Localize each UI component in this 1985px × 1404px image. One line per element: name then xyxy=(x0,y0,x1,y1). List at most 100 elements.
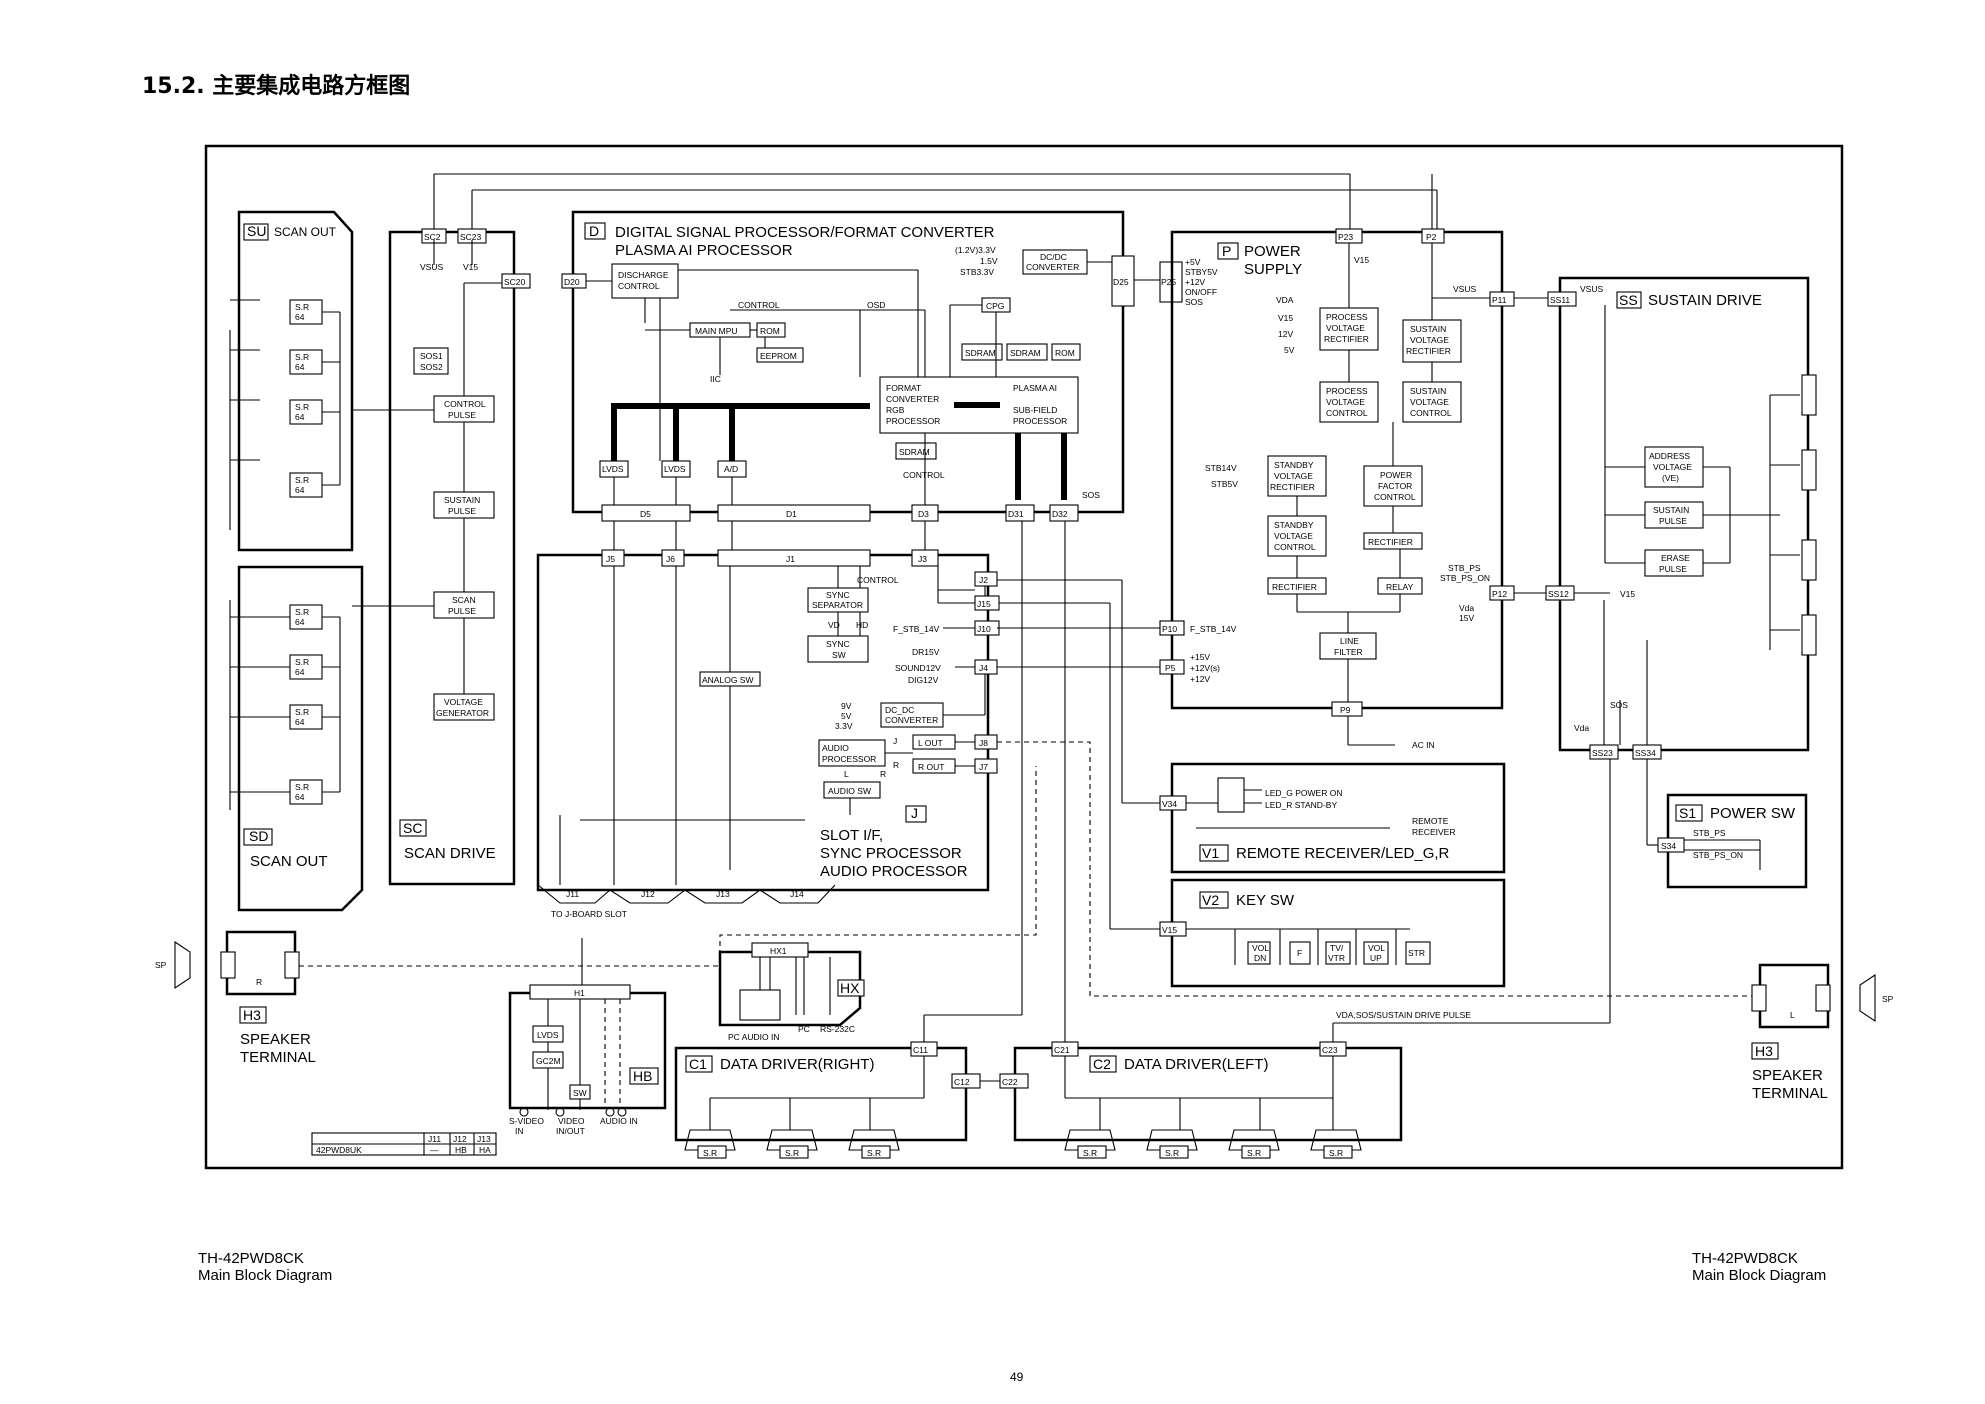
svg-text:P9: P9 xyxy=(1340,705,1351,715)
svg-text:64: 64 xyxy=(295,312,305,322)
svg-text:S.R: S.R xyxy=(295,607,309,617)
svg-text:64: 64 xyxy=(295,717,305,727)
svg-text:42PWD8UK: 42PWD8UK xyxy=(316,1145,362,1155)
svg-text:MAIN MPU: MAIN MPU xyxy=(695,326,738,336)
svg-text:R: R xyxy=(893,760,899,770)
sr-su-2 xyxy=(289,349,323,375)
svg-text:SYNC: SYNC xyxy=(826,590,850,600)
svg-text:S.R: S.R xyxy=(703,1148,717,1158)
s1-board: S1 POWER SW STB_PS S34 STB_PS_ON xyxy=(1646,759,1808,889)
svg-text:P5: P5 xyxy=(1165,663,1176,673)
footer-right: TH-42PWD8CK Main Block Diagram xyxy=(1692,1250,1826,1284)
svg-text:C23: C23 xyxy=(1322,1045,1338,1055)
svg-text:+12V(s): +12V(s) xyxy=(1190,663,1220,673)
svg-text:S.R: S.R xyxy=(1247,1148,1261,1158)
v2-name: KEY SW xyxy=(1236,892,1295,909)
s1-tag: S1 xyxy=(1679,805,1696,821)
c2-board: C22 C21 C23 C2 DATA DRIVER(LEFT) VDA,SOS… xyxy=(999,521,1611,1142)
v2-tag: V2 xyxy=(1202,892,1219,908)
svg-text:PROCESSOR: PROCESSOR xyxy=(1013,416,1067,426)
svg-text:RECTIFIER: RECTIFIER xyxy=(1406,346,1451,356)
sr-su-4 xyxy=(289,472,323,498)
svg-text:VSUS: VSUS xyxy=(1453,284,1476,294)
svg-text:UP: UP xyxy=(1370,953,1382,963)
svg-text:LVDS: LVDS xyxy=(537,1030,559,1040)
svg-text:DISCHARGE: DISCHARGE xyxy=(618,270,669,280)
c1-tag: C1 xyxy=(689,1056,707,1072)
svg-text:S.R: S.R xyxy=(295,352,309,362)
j-title-1: SLOT I/F, xyxy=(820,827,883,844)
svg-text:15V: 15V xyxy=(1459,613,1474,623)
footer-left-model: TH-42PWD8CK xyxy=(198,1250,304,1267)
svg-text:(VE): (VE) xyxy=(1662,473,1679,483)
svg-text:J1: J1 xyxy=(786,554,795,564)
footer-left: TH-42PWD8CK Main Block Diagram xyxy=(198,1250,332,1284)
svg-text:SOS1: SOS1 xyxy=(420,351,443,361)
svg-text:FORMAT: FORMAT xyxy=(886,383,921,393)
svg-text:SOS: SOS xyxy=(1610,700,1628,710)
sc-name: SCAN DRIVE xyxy=(404,845,496,862)
svg-text:AUDIO: AUDIO xyxy=(822,743,849,753)
hx-board: HX1 HX PC AUDIO IN PC RS-232C xyxy=(718,942,865,1042)
svg-text:VOLTAGE: VOLTAGE xyxy=(1653,462,1692,472)
svg-text:D25: D25 xyxy=(1113,277,1129,287)
svg-text:VSUS: VSUS xyxy=(420,262,443,272)
svg-text:J4: J4 xyxy=(979,663,988,673)
svg-text:STB3.3V: STB3.3V xyxy=(960,267,994,277)
svg-text:J14: J14 xyxy=(790,889,804,899)
svg-text:—: — xyxy=(430,1145,439,1155)
svg-text:SEPARATOR: SEPARATOR xyxy=(812,600,863,610)
svg-text:5V: 5V xyxy=(841,711,852,721)
svg-text:IIC: IIC xyxy=(710,374,721,384)
svg-text:GENERATOR: GENERATOR xyxy=(436,708,489,718)
svg-text:D3: D3 xyxy=(918,509,929,519)
svg-text:64: 64 xyxy=(295,667,305,677)
su-tag: SU xyxy=(247,223,266,239)
svg-text:DIG12V: DIG12V xyxy=(908,675,939,685)
h3-left-line2: TERMINAL xyxy=(240,1049,316,1066)
svg-text:C11: C11 xyxy=(913,1045,928,1055)
svg-text:STB_PS_ON: STB_PS_ON xyxy=(1693,850,1743,860)
svg-text:64: 64 xyxy=(295,485,305,495)
svg-text:GC2M: GC2M xyxy=(536,1056,561,1066)
svg-text:64: 64 xyxy=(295,792,305,802)
svg-text:VOLTAGE: VOLTAGE xyxy=(1274,471,1313,481)
svg-text:CONTROL: CONTROL xyxy=(1274,542,1316,552)
svg-text:J12: J12 xyxy=(641,889,655,899)
svg-text:LINE: LINE xyxy=(1340,636,1359,646)
svg-text:S.R: S.R xyxy=(295,707,309,717)
svg-text:SOS2: SOS2 xyxy=(420,362,443,372)
hb-board: H1 LVDS GC2M SW HB S-VIDEO IN VIDEO IN/O… xyxy=(508,938,667,1136)
svg-text:ROM: ROM xyxy=(1055,348,1075,358)
svg-text:CPG: CPG xyxy=(986,301,1004,311)
d-tag: D xyxy=(589,223,599,239)
svg-text:VOLTAGE: VOLTAGE xyxy=(1326,397,1365,407)
svg-text:J7: J7 xyxy=(979,762,988,772)
svg-text:1.5V: 1.5V xyxy=(980,256,998,266)
svg-text:C12: C12 xyxy=(954,1077,970,1087)
svg-text:STB_PS: STB_PS xyxy=(1693,828,1726,838)
svg-text:P11: P11 xyxy=(1492,295,1507,305)
svg-text:EEPROM: EEPROM xyxy=(760,351,797,361)
svg-text:RELAY: RELAY xyxy=(1386,582,1414,592)
svg-text:PLASMA AI: PLASMA AI xyxy=(1013,383,1057,393)
p-title-2: SUPPLY xyxy=(1244,261,1302,278)
svg-text:64: 64 xyxy=(295,412,305,422)
svg-text:L: L xyxy=(844,769,849,779)
svg-text:SC20: SC20 xyxy=(504,277,526,287)
svg-text:J12: J12 xyxy=(453,1134,467,1144)
svg-text:S-VIDEO: S-VIDEO xyxy=(509,1116,544,1126)
svg-text:VOLTAGE: VOLTAGE xyxy=(444,697,483,707)
page-number: 49 xyxy=(1010,1370,1024,1384)
svg-text:SS23: SS23 xyxy=(1592,748,1613,758)
svg-text:Vda: Vda xyxy=(1459,603,1474,613)
svg-text:VDA,SOS/SUSTAIN DRIVE PULSE: VDA,SOS/SUSTAIN DRIVE PULSE xyxy=(1336,1010,1471,1020)
svg-text:SUSTAIN: SUSTAIN xyxy=(1410,324,1446,334)
svg-text:VOLTAGE: VOLTAGE xyxy=(1274,531,1313,541)
svg-text:VOL: VOL xyxy=(1252,943,1269,953)
svg-text:SUSTAIN: SUSTAIN xyxy=(1653,505,1689,515)
svg-text:HX1: HX1 xyxy=(770,946,787,956)
svg-text:3.3V: 3.3V xyxy=(835,721,853,731)
svg-text:S.R: S.R xyxy=(295,657,309,667)
svg-text:PULSE: PULSE xyxy=(1659,516,1687,526)
